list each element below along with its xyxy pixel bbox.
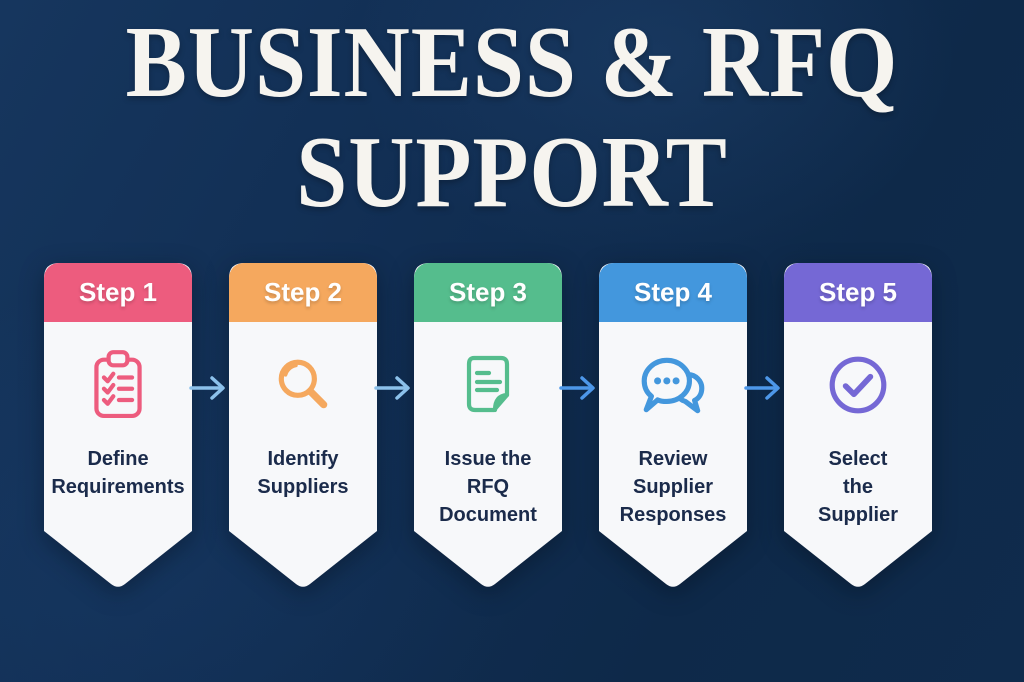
- document-icon: [414, 337, 562, 433]
- banner-shape: [784, 263, 932, 587]
- flow-arrow-3: [559, 376, 595, 400]
- magnifier-icon: [229, 337, 377, 433]
- step-caption: Issue the RFQ Document: [439, 448, 537, 526]
- step-card-3: Step 3 Issue the RFQ Document: [414, 263, 562, 589]
- step-header: Step 4: [599, 263, 747, 322]
- step-label: Step 1: [78, 277, 158, 307]
- chat-bubbles-icon: [599, 337, 747, 433]
- banner-shape: [229, 263, 377, 587]
- flow-arrow-2: [374, 376, 410, 400]
- step-label: Step 4: [633, 277, 713, 307]
- step-label: Step 3: [448, 277, 528, 307]
- step-header: Step 2: [229, 263, 377, 322]
- page-title: BUSINESS & RFQ SUPPORT: [125, 6, 899, 229]
- step-label: Step 2: [263, 277, 343, 307]
- step-header: Step 1: [44, 263, 192, 322]
- step-header: Step 3: [414, 263, 562, 322]
- steps-row: Step 1 Define Requirements: [44, 263, 932, 589]
- step-caption: Define Requirements: [51, 448, 185, 498]
- step-caption: Review Supplier Responses: [619, 448, 727, 526]
- step-label: Step 5: [818, 277, 898, 307]
- clipboard-checklist-icon: [44, 337, 192, 433]
- banner-shape: [414, 263, 562, 587]
- step-card-1: Step 1 Define Requirements: [44, 263, 192, 589]
- step-card-4: Step 4 Review Supplier Responses: [599, 263, 747, 589]
- step-card-5: Step 5 Select the Supplier: [784, 263, 932, 589]
- banner-shape: [599, 263, 747, 587]
- flow-arrow-4: [744, 376, 780, 400]
- step-caption: Identify Suppliers: [257, 448, 349, 498]
- check-circle-icon: [784, 337, 932, 433]
- banner-shape: [44, 263, 192, 587]
- step-card-2: Step 2 Identify Suppliers: [229, 263, 377, 589]
- flow-arrow-1: [189, 376, 225, 400]
- step-header: Step 5: [784, 263, 932, 322]
- step-caption: Select the Supplier: [817, 448, 898, 526]
